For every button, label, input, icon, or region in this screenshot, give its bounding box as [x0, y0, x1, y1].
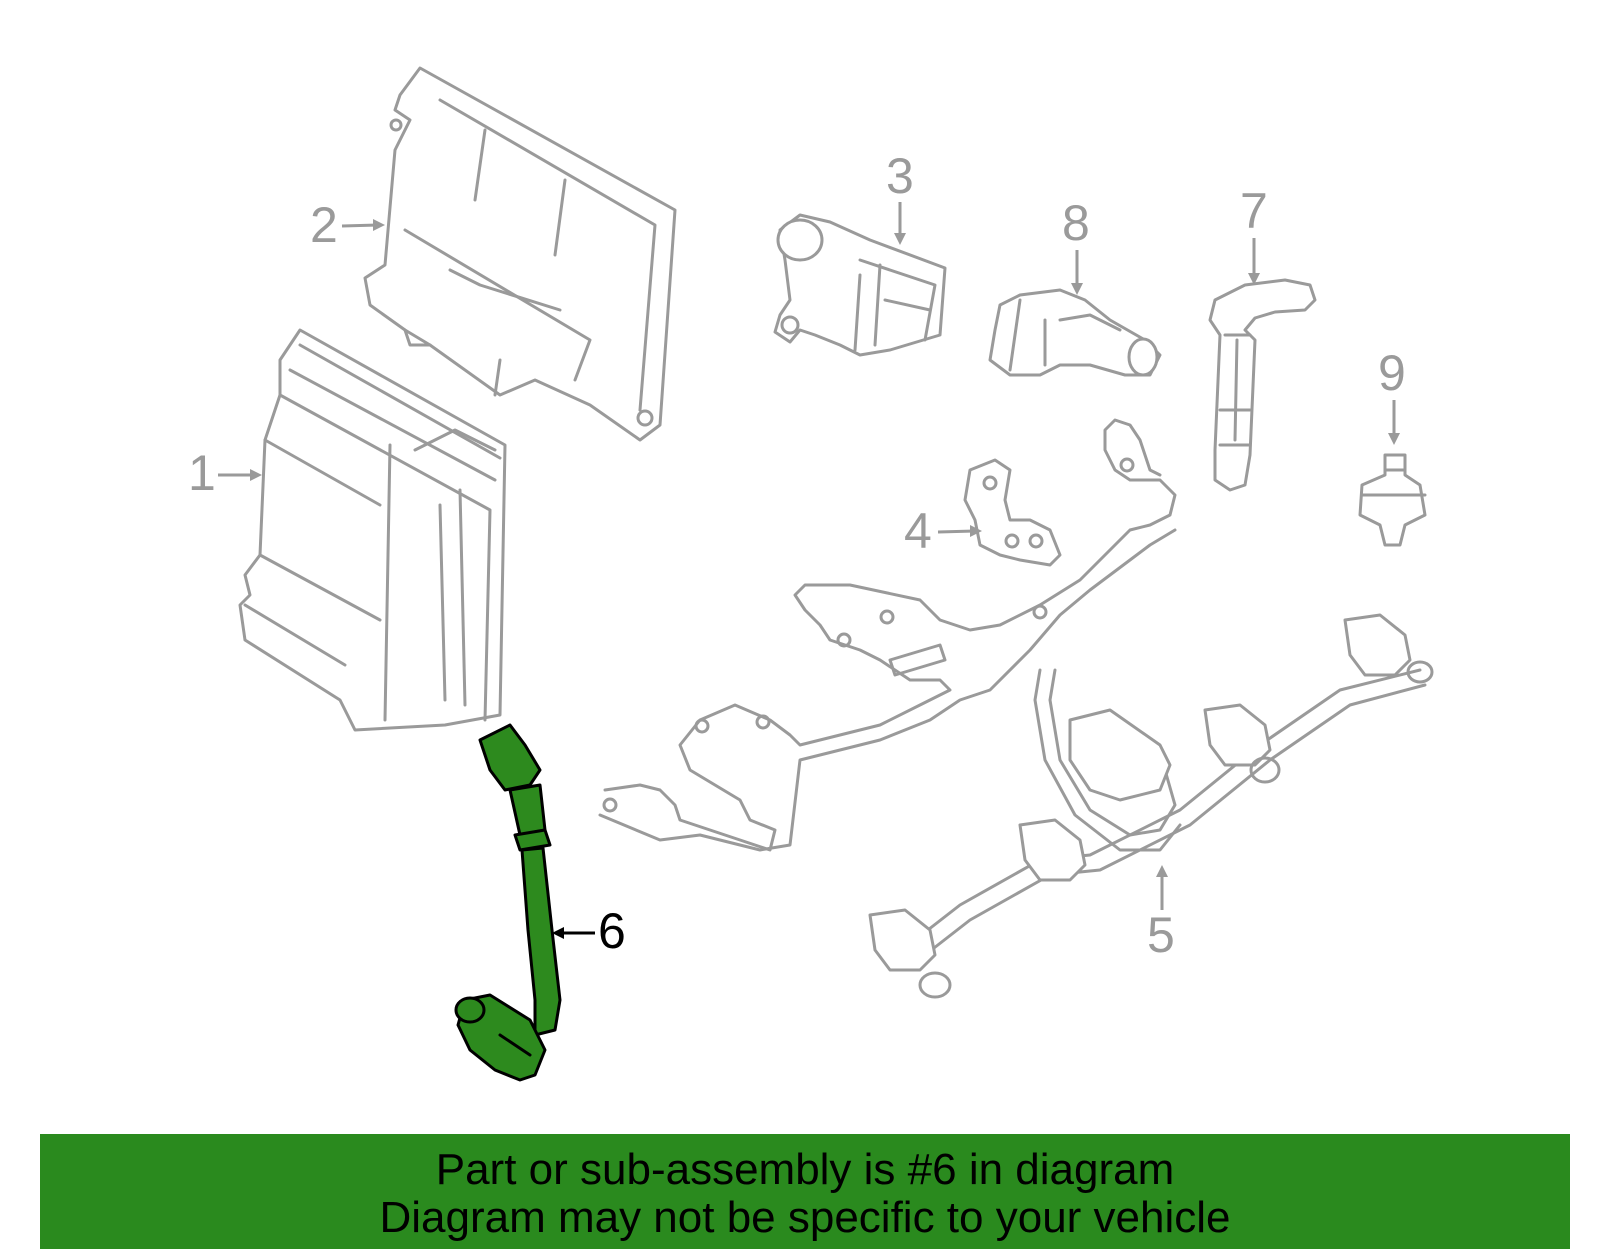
callout-8: 8: [1062, 195, 1090, 295]
callout-4: 4: [904, 503, 982, 559]
callout-6: 6: [552, 903, 626, 959]
banner-line-1: Part or sub-assembly is #6 in diagram: [435, 1145, 1175, 1194]
callout-9: 9: [1378, 345, 1406, 445]
callout-4-label: 4: [904, 503, 932, 559]
part-5-wiring-harness: [868, 613, 1434, 999]
callout-9-label: 9: [1378, 345, 1406, 401]
callout-1-label: 1: [188, 445, 216, 501]
callout-1: 1: [188, 445, 262, 501]
banner-line-2: Diagram may not be specific to your vehi…: [379, 1193, 1231, 1242]
callout-2: 2: [310, 197, 385, 253]
callout-3: 3: [886, 148, 914, 245]
part-1-control-module: [238, 328, 507, 732]
callout-5-label: 5: [1147, 907, 1175, 963]
callout-7: 7: [1240, 183, 1268, 285]
callout-8-label: 8: [1062, 195, 1090, 251]
info-banner: Part or sub-assembly is #6 in diagram Di…: [40, 1134, 1570, 1249]
callout-2-label: 2: [310, 197, 338, 253]
part-7-sensor: [1208, 278, 1317, 492]
callout-3-label: 3: [886, 148, 914, 204]
part-9-knock-sensor: [1358, 453, 1427, 547]
part-4-gasket: [598, 418, 1177, 852]
part-6-spark-plug-wire: [454, 723, 562, 1082]
callout-6-label: 6: [598, 903, 626, 959]
callout-7-label: 7: [1240, 183, 1268, 239]
callout-5: 5: [1147, 865, 1175, 963]
part-2-bracket: [363, 66, 677, 442]
part-3-ignition-coil: [773, 213, 947, 357]
part-8-sensor: [988, 288, 1162, 377]
